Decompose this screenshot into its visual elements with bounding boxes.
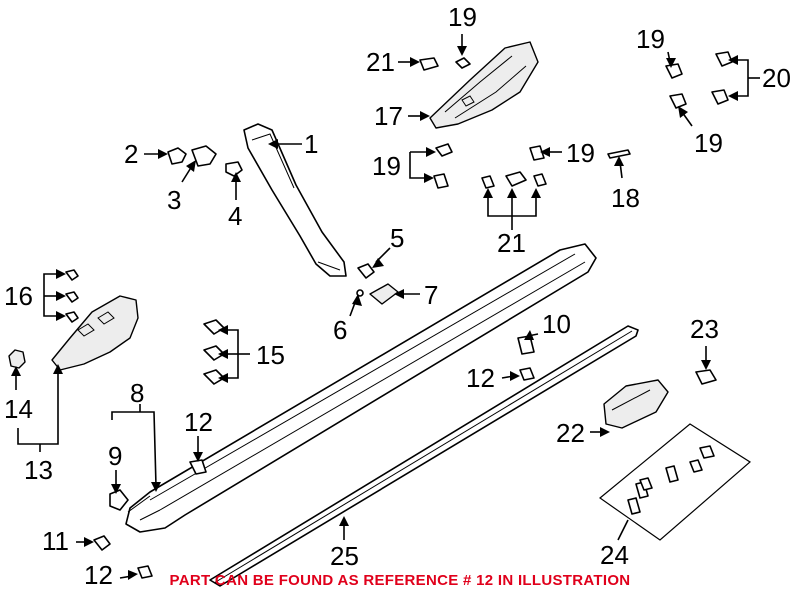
callout-12-right: 12 xyxy=(466,363,495,393)
callout-3: 3 xyxy=(167,185,181,215)
callout-19-left: 19 xyxy=(372,151,401,181)
part-24-hardware-kit[interactable] xyxy=(599,423,752,541)
fasteners xyxy=(65,51,733,579)
callout-5: 5 xyxy=(390,223,404,253)
callout-12-mid: 12 xyxy=(184,407,213,437)
callout-10: 10 xyxy=(542,309,571,339)
part-13-rear-bracket[interactable] xyxy=(51,295,139,371)
callout-15: 15 xyxy=(256,340,285,370)
callout-1: 1 xyxy=(304,129,318,159)
callout-4: 4 xyxy=(228,201,242,231)
callout-8: 8 xyxy=(130,378,144,408)
part-1-pillar-trim[interactable] xyxy=(243,123,347,277)
callout-7: 7 xyxy=(424,280,438,310)
part-22-bracket[interactable] xyxy=(603,379,669,429)
callout-19-top: 19 xyxy=(448,2,477,32)
callout-20: 20 xyxy=(762,63,791,93)
main-sill-panel[interactable] xyxy=(125,243,597,533)
callout-13: 13 xyxy=(24,455,53,485)
callout-11: 11 xyxy=(42,526,69,556)
callout-19-mid: 19 xyxy=(566,138,595,168)
callout-16: 16 xyxy=(4,281,33,311)
part-17-bracket[interactable] xyxy=(429,41,539,129)
callout-24: 24 xyxy=(600,540,629,570)
leader-lines xyxy=(11,34,760,580)
callout-21-bottom: 21 xyxy=(497,228,526,258)
part-25-lower-strip[interactable] xyxy=(209,325,639,587)
callout-23: 23 xyxy=(690,314,719,344)
callout-19-right: 19 xyxy=(694,128,723,158)
callout-21-top: 21 xyxy=(366,47,395,77)
callout-17: 17 xyxy=(374,101,403,131)
callout-19-top-right: 19 xyxy=(636,24,665,54)
callout-12-bottom: 12 xyxy=(84,560,113,590)
callout-labels: 1 2 3 4 5 6 7 8 9 10 11 12 12 12 13 14 1… xyxy=(4,2,791,590)
part-14-clip[interactable] xyxy=(8,349,26,369)
callout-25: 25 xyxy=(330,541,359,571)
callout-6: 6 xyxy=(333,315,347,345)
callout-22: 22 xyxy=(556,418,585,448)
callout-2: 2 xyxy=(124,139,138,169)
callout-18: 18 xyxy=(611,183,640,213)
callout-14: 14 xyxy=(4,394,33,424)
callout-9: 9 xyxy=(108,441,122,471)
reference-banner: PART CAN BE FOUND AS REFERENCE # 12 IN I… xyxy=(170,572,631,589)
